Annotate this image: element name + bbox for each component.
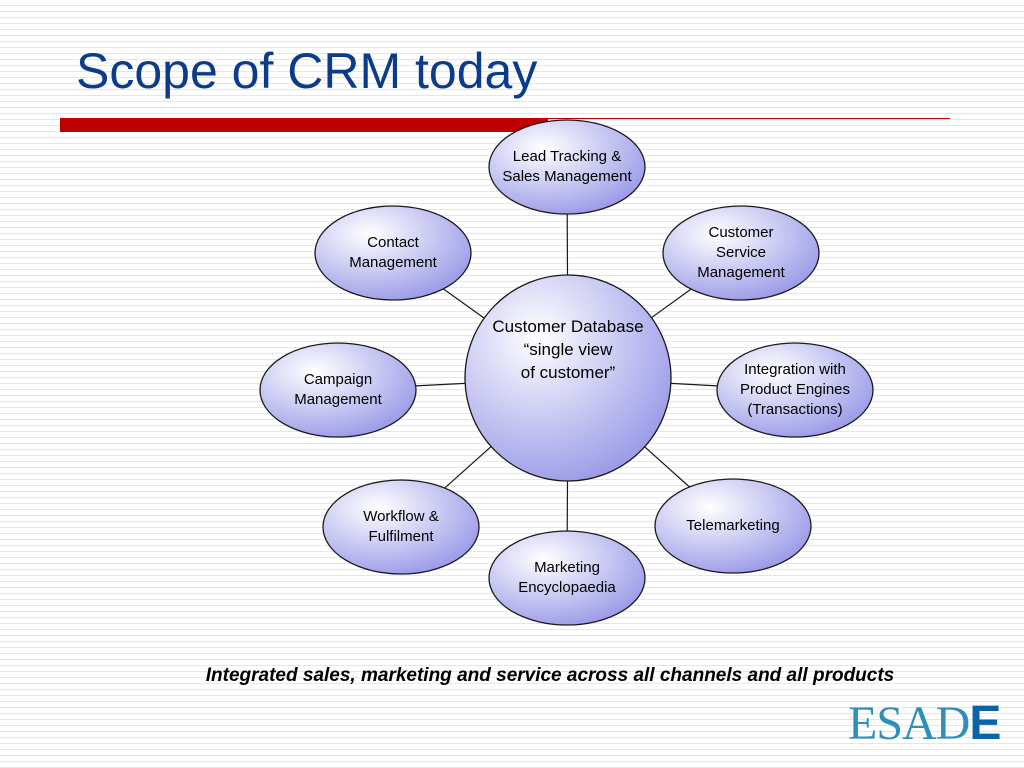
- connector-customer-service: [651, 288, 692, 319]
- hub-customer-database: [464, 274, 672, 482]
- node-telemarketing: [654, 478, 812, 574]
- node-workflow: [322, 479, 480, 575]
- slide-title: Scope of CRM today: [76, 43, 538, 99]
- node-lead-tracking: [488, 119, 646, 215]
- node-campaign: [259, 342, 417, 438]
- connector-campaign: [415, 382, 466, 387]
- node-customer-service: [662, 205, 820, 301]
- connector-contact: [442, 288, 485, 319]
- title-accent-bar: [60, 118, 548, 132]
- node-contact: [314, 205, 472, 301]
- connector-telemarketing: [644, 446, 690, 488]
- slide-caption: Integrated sales, marketing and service …: [205, 665, 895, 686]
- logo-text-main: ESAD: [848, 697, 970, 750]
- connector-integration: [670, 382, 718, 387]
- connector-workflow: [444, 446, 492, 489]
- title-accent-line: [548, 118, 950, 119]
- node-marketing-encyclopaedia: [488, 530, 646, 626]
- logo-text-last: E: [969, 697, 1001, 750]
- node-integration: [716, 342, 874, 438]
